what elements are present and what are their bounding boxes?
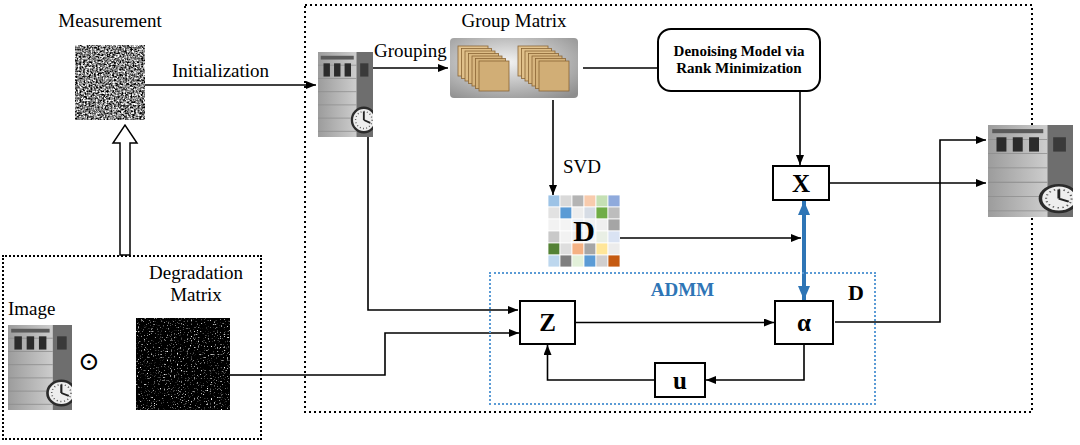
operator-symbol: ⊙	[78, 349, 100, 375]
connector-arrow	[583, 67, 657, 69]
matrix-cell	[584, 255, 596, 267]
process-text: Denoising Model via Rank Minimization	[665, 43, 813, 78]
clean-image	[8, 325, 75, 410]
matrix-cell	[548, 231, 560, 243]
measurement-noise-image	[75, 45, 145, 120]
group-title: ADMM	[491, 280, 874, 301]
matrix-cell	[548, 195, 560, 207]
matrix-cell	[596, 207, 608, 219]
matrix-cell	[596, 231, 608, 243]
hollow-arrow	[113, 125, 137, 255]
variable-box: Z	[519, 300, 576, 345]
connector-arrow	[799, 92, 801, 165]
image-heading: Measurement	[47, 10, 173, 32]
degradation-matrix-image	[136, 318, 230, 410]
degradation-wire	[230, 374, 262, 376]
matrix-cell	[548, 255, 560, 267]
group-matrix-node: Group Matrix	[445, 10, 583, 100]
patch-stack	[518, 46, 569, 91]
initial-to-z-wire	[368, 137, 518, 310]
image-heading: Group Matrix	[445, 10, 583, 32]
process-box: Denoising Model via Rank Minimization	[657, 28, 821, 92]
variable-box: α	[774, 300, 834, 345]
matrix-cell	[560, 243, 572, 255]
matrix-cell	[572, 255, 584, 267]
measurement-node: Measurement	[47, 10, 173, 125]
matrix-cell	[596, 255, 608, 267]
image-heading: Image	[8, 298, 55, 320]
matrix-cell	[608, 195, 620, 207]
matrix-cell	[584, 195, 596, 207]
matrix-cell	[596, 195, 608, 207]
matrix-cell	[560, 219, 572, 231]
dictionary-node: D	[548, 195, 620, 267]
connector-arrow	[706, 345, 804, 380]
admm-group: ADMM Zα u	[489, 272, 876, 405]
system-frame	[305, 5, 1032, 412]
link-arrow	[802, 201, 806, 300]
dictionary-matrix	[548, 195, 620, 267]
variable-symbol: u	[673, 368, 687, 393]
variable-symbol: X	[792, 171, 810, 196]
matrix-cell	[548, 243, 560, 255]
variable-symbol: α	[797, 310, 811, 335]
matrix-cell	[548, 219, 560, 231]
matrix-cell	[560, 207, 572, 219]
matrix-cell	[560, 195, 572, 207]
group-matrix-panel	[450, 38, 578, 98]
arrow-label: Initialization	[172, 60, 269, 82]
matrix-cell	[608, 243, 620, 255]
matrix-cell	[596, 219, 608, 231]
connector-arrow	[548, 345, 655, 380]
alpha-output-wire	[835, 140, 986, 322]
matrix-symbol: D	[573, 216, 595, 246]
image-heading: Degradation Matrix	[136, 262, 256, 306]
dictionary-arrow	[620, 237, 801, 239]
output-label: D	[848, 280, 864, 305]
matrix-cell	[608, 255, 620, 267]
initialization-arrow	[145, 84, 316, 86]
connector-arrow	[262, 333, 519, 375]
output-image	[988, 125, 1077, 217]
grouping-arrow	[373, 67, 448, 69]
variable-box: X	[772, 165, 830, 201]
matrix-cell	[560, 255, 572, 267]
connector-arrow	[576, 322, 774, 324]
variable-symbol: Z	[539, 310, 556, 335]
arrow-label: Grouping	[374, 40, 447, 62]
matrix-cell	[596, 243, 608, 255]
matrix-cell	[608, 219, 620, 231]
input-group: Image ⊙ Degradation Matrix	[2, 255, 262, 440]
matrix-cell	[608, 207, 620, 219]
matrix-cell	[548, 207, 560, 219]
connector-arrow	[552, 100, 554, 195]
matrix-cell	[572, 195, 584, 207]
output-arrow	[830, 182, 986, 184]
variable-box: u	[654, 362, 706, 398]
matrix-cell	[560, 231, 572, 243]
patch-stack	[458, 46, 509, 91]
initial-estimate-image	[318, 52, 376, 137]
matrix-cell	[608, 231, 620, 243]
edge-label: SVD	[563, 156, 601, 178]
